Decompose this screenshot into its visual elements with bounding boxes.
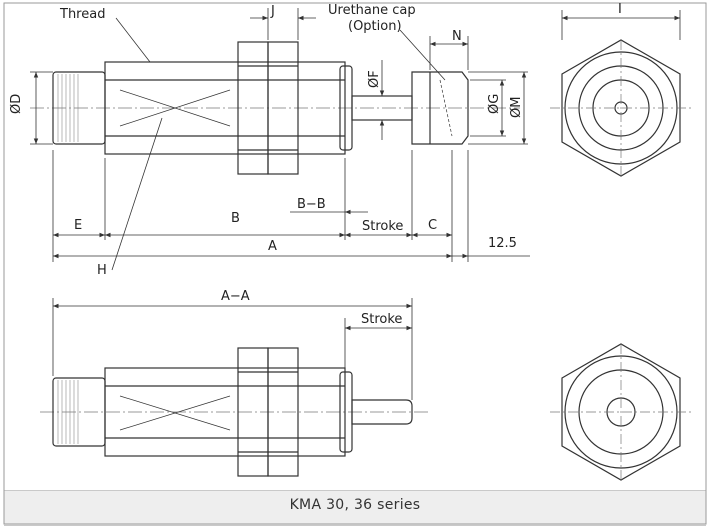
bottom-dimensions	[52, 298, 413, 400]
label-thread: Thread	[59, 7, 105, 22]
label-j: J	[270, 4, 275, 19]
series-caption: KMA 30, 36 series	[289, 497, 421, 513]
h-leader	[111, 117, 163, 271]
label-stroke-bottom: Stroke	[361, 312, 402, 327]
top-threaded-body	[104, 61, 346, 155]
label-bb: B−B	[297, 197, 326, 212]
drawing-border	[3, 2, 707, 525]
label-h: H	[97, 263, 107, 278]
bottom-side-view	[40, 347, 430, 477]
thread-leader	[115, 17, 151, 63]
bottom-end-view	[550, 343, 692, 481]
top-side-view	[30, 41, 520, 175]
label-12-5: 12.5	[488, 236, 517, 251]
label-e: E	[74, 218, 82, 233]
bottom-piston-rod	[351, 399, 413, 425]
label-g: ØG	[487, 94, 502, 114]
urethane-leader	[399, 29, 446, 81]
label-c: C	[428, 218, 437, 233]
label-f: ØF	[367, 70, 382, 88]
bottom-nut-right	[267, 347, 299, 477]
top-end-view	[550, 10, 692, 177]
label-stroke-top: Stroke	[362, 219, 403, 234]
label-option: (Option)	[348, 19, 402, 34]
label-i: I	[618, 2, 622, 17]
top-nut-right	[267, 41, 299, 175]
top-knurl-pattern	[57, 74, 79, 142]
top-urethane-cap	[411, 71, 469, 145]
top-labels: Thread J Urethane cap (Option) N ØD ØF Ø…	[9, 3, 524, 278]
label-b: B	[231, 211, 240, 226]
label-urethane-cap: Urethane cap	[328, 3, 416, 18]
caption-bar	[4, 490, 706, 526]
label-d: ØD	[9, 94, 24, 114]
label-m: ØM	[509, 97, 524, 118]
label-a: A	[268, 239, 277, 254]
label-n: N	[452, 29, 462, 44]
bottom-labels: A−A Stroke	[221, 289, 402, 327]
top-dimensions	[30, 8, 530, 271]
label-aa: A−A	[221, 289, 250, 304]
bottom-threaded-body	[104, 367, 346, 457]
